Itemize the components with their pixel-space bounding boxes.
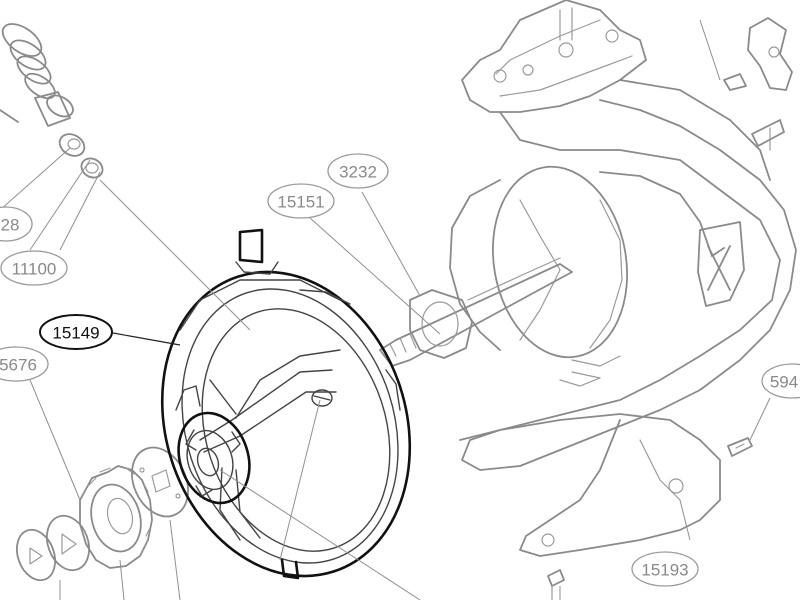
- reel-body-part: [449, 0, 797, 600]
- washer-part: [15, 528, 57, 582]
- callout-15149: 15149: [39, 314, 113, 350]
- callout-28: 28: [0, 206, 33, 242]
- pinion-gear-part: [79, 465, 153, 569]
- spring-stack-part: [0, 23, 104, 179]
- callout-5676-label: 5676: [0, 356, 37, 375]
- callout-28-label: 28: [1, 216, 20, 235]
- callout-15149-label: 15149: [52, 324, 99, 343]
- callout-15193-label: 15193: [641, 561, 688, 580]
- callout-11100-label: 11100: [12, 260, 57, 279]
- callout-5676: 5676: [0, 346, 49, 382]
- callout-15151-label: 15151: [277, 193, 324, 212]
- callout-594-label: 594: [770, 373, 798, 392]
- callout-11100: 11100: [0, 250, 68, 286]
- washer-part-2: [46, 514, 90, 572]
- callout-3232-label: 3232: [339, 163, 377, 182]
- callout-594: 594: [761, 363, 800, 399]
- highlighted-rotor-part: [160, 228, 412, 580]
- callout-15193: 15193: [631, 551, 699, 587]
- callout-3232: 3232: [327, 153, 389, 189]
- leader-lines: [0, 19, 771, 600]
- callout-15151: 15151: [267, 183, 335, 219]
